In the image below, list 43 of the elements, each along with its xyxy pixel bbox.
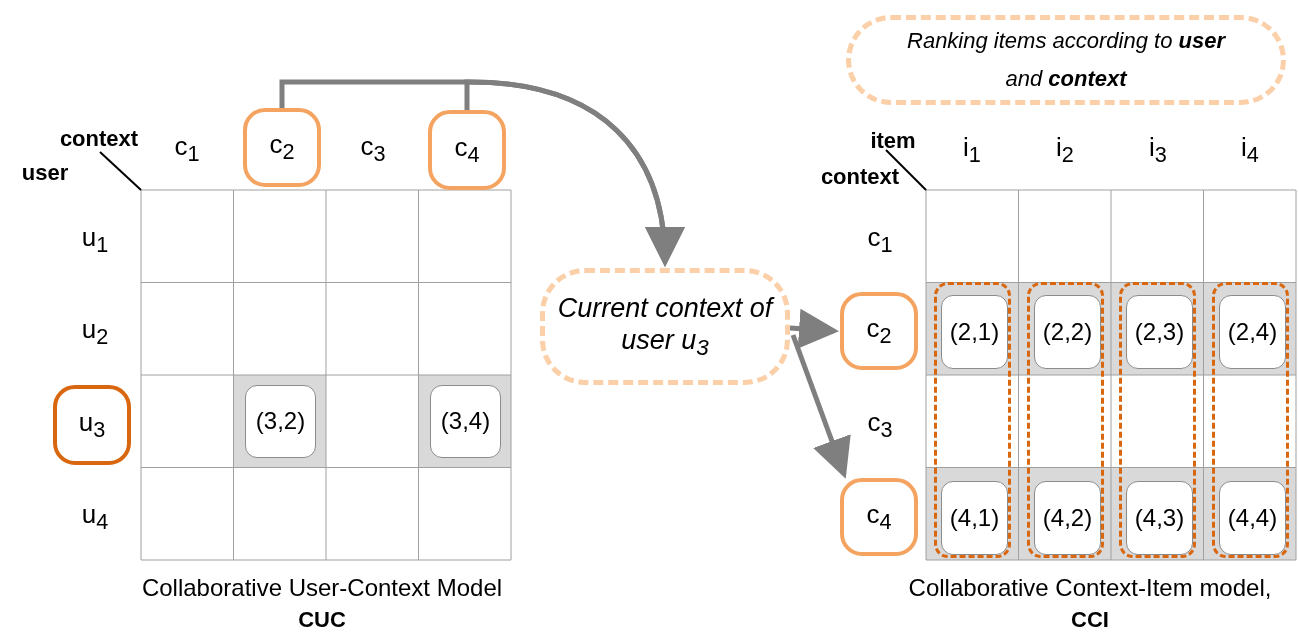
note-bubble: Ranking items according to user and context bbox=[846, 15, 1286, 105]
column-header: i$_{2}$ bbox=[1056, 131, 1074, 169]
column-header: c$_{3}$ bbox=[360, 130, 386, 168]
arrow bbox=[790, 334, 851, 479]
column-header: i$_{4}$ bbox=[1241, 131, 1259, 169]
rating-cell-box: (4,4) bbox=[1219, 481, 1286, 555]
column-highlight bbox=[1119, 282, 1196, 558]
column-header: i$_{1}$ bbox=[963, 131, 981, 169]
axis-label: context bbox=[59, 126, 139, 152]
rating-cell-box: (3,4) bbox=[430, 385, 501, 458]
context-box: c$_{2}$ bbox=[243, 108, 321, 187]
column-header: i$_{3}$ bbox=[1149, 131, 1167, 169]
row-header: u$_{1}$ bbox=[81, 221, 109, 259]
rating-cell-box: (2,1) bbox=[941, 295, 1008, 369]
matrix-caption: Collaborative Context-Item model, bbox=[908, 574, 1272, 602]
rating-cell-box: (4,2) bbox=[1034, 481, 1101, 555]
row-header: c$_{3}$ bbox=[867, 406, 893, 444]
matrix-caption: CCI bbox=[1071, 607, 1109, 633]
rating-cell-box: (3,2) bbox=[245, 385, 316, 458]
column-highlight bbox=[1027, 282, 1104, 558]
matrix-caption: Collaborative User-Context Model bbox=[141, 574, 503, 602]
note-bubble: Current context of user u$_{3}$ bbox=[540, 268, 790, 385]
column-header: c$_{1}$ bbox=[174, 130, 200, 168]
axis-label: user bbox=[21, 160, 69, 186]
column-highlight bbox=[1212, 282, 1289, 558]
context-box: c$_{2}$ bbox=[840, 292, 918, 370]
context-box: c$_{4}$ bbox=[428, 110, 506, 190]
arrow bbox=[789, 308, 839, 349]
axis-label: item bbox=[870, 128, 916, 154]
row-header: c$_{1}$ bbox=[867, 221, 893, 259]
row-header: u$_{4}$ bbox=[81, 498, 109, 536]
context-box: c$_{4}$ bbox=[840, 478, 918, 556]
rating-cell-box: (2,3) bbox=[1126, 295, 1193, 369]
matrix-caption: CUC bbox=[298, 607, 346, 633]
rating-cell-box: (4,1) bbox=[941, 481, 1008, 555]
rating-cell-box: (4,3) bbox=[1126, 481, 1193, 555]
arrow bbox=[464, 79, 684, 267]
column-highlight bbox=[934, 282, 1011, 558]
rating-cell-box: (2,2) bbox=[1034, 295, 1101, 369]
user-box: u$_{3}$ bbox=[53, 385, 131, 465]
rating-cell-box: (2,4) bbox=[1219, 295, 1286, 369]
axis-label: context bbox=[820, 164, 900, 190]
row-header: u$_{2}$ bbox=[81, 313, 109, 351]
